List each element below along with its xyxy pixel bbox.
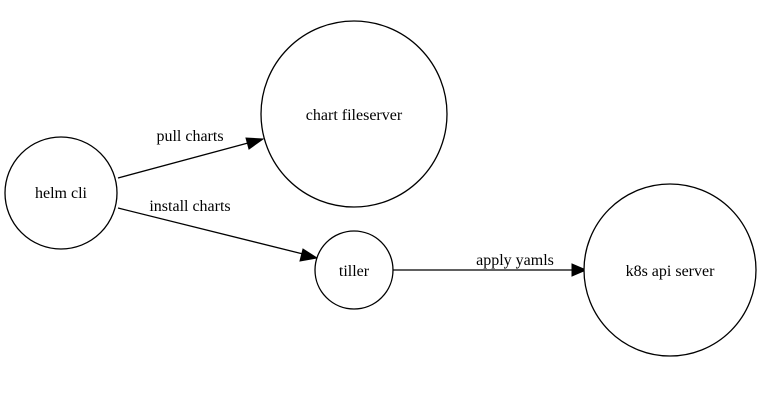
edge-label-install-charts: install charts [149, 198, 230, 215]
arrowhead-icon [299, 248, 319, 262]
edge-tiller-to-k8s-api-server: apply yamls [393, 252, 588, 277]
node-label-chart-fileserver: chart fileserver [306, 107, 403, 124]
node-tiller: tiller [314, 230, 394, 310]
edge-line [117, 142, 249, 179]
node-helm-cli: helm cli [4, 136, 118, 250]
node-circle [314, 230, 394, 310]
node-label-helm-cli: helm cli [35, 185, 88, 202]
edge-label-pull-charts: pull charts [156, 128, 223, 145]
edge-line [117, 207, 304, 255]
arrowhead-icon [245, 137, 265, 150]
node-circle [583, 183, 757, 357]
edge-helm-cli-to-tiller: install charts [117, 198, 319, 262]
edge-label-apply-yamls: apply yamls [476, 252, 554, 269]
node-circle [260, 20, 448, 208]
node-circle [4, 136, 118, 250]
edge-helm-cli-to-chart-fileserver: pull charts [117, 128, 265, 179]
node-chart-fileserver: chart fileserver [260, 20, 448, 208]
arrowhead-icon [571, 263, 588, 277]
node-label-tiller: tiller [339, 263, 370, 280]
node-k8s-api-server: k8s api server [583, 183, 757, 357]
node-label-k8s-api-server: k8s api server [626, 263, 716, 280]
